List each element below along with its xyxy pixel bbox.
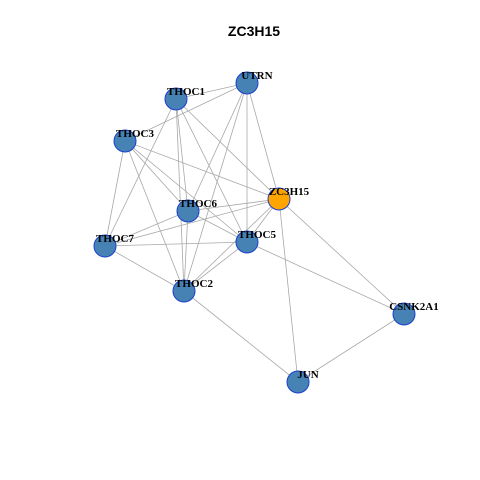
edge-zc3h15-csnk2a1 (278, 198, 405, 315)
node-thoc5[interactable]: THOC5 (235, 229, 276, 254)
edge-thoc3-thoc5 (124, 140, 248, 243)
node-circle[interactable] (392, 302, 416, 326)
node-thoc3[interactable]: THOC3 (113, 128, 154, 153)
node-label: JUN (297, 369, 318, 381)
node-circle[interactable] (267, 187, 291, 211)
edge-thoc1-thoc2 (175, 98, 185, 292)
node-label: THOC1 (167, 86, 205, 98)
edge-zc3h15-thoc2 (183, 198, 280, 292)
node-thoc2[interactable]: THOC2 (172, 278, 213, 303)
node-thoc1[interactable]: THOC1 (164, 86, 205, 111)
edge-thoc1-thoc6 (175, 98, 189, 212)
edge-thoc7-thoc2 (104, 245, 185, 292)
edge-thoc1-zc3h15 (175, 98, 280, 200)
node-label: THOC2 (175, 278, 213, 290)
edge-thoc1-thoc5 (175, 98, 248, 243)
edge-thoc1-thoc7 (104, 98, 177, 247)
node-zc3h15[interactable]: ZC3H15 (267, 186, 310, 211)
edge-thoc5-csnk2a1 (246, 241, 405, 315)
node-label: UTRN (241, 70, 272, 82)
node-circle[interactable] (176, 199, 200, 223)
edge-zc3h15-jun (278, 198, 299, 383)
edge-thoc3-zc3h15 (124, 140, 280, 200)
edge-utrn-thoc2 (183, 82, 248, 292)
edge-thoc6-thoc7 (104, 210, 189, 247)
node-circle[interactable] (235, 230, 259, 254)
edge-utrn-thoc6 (187, 82, 248, 212)
edge-thoc3-thoc6 (124, 140, 189, 212)
node-circle[interactable] (172, 279, 196, 303)
edge-thoc3-utrn (124, 82, 248, 142)
edge-thoc6-thoc2 (183, 210, 189, 292)
edge-thoc3-thoc2 (124, 140, 185, 292)
edge-utrn-zc3h15 (246, 82, 280, 200)
edge-zc3h15-thoc6 (187, 198, 280, 212)
edge-zc3h15-thoc7 (104, 198, 280, 247)
node-label: THOC6 (179, 198, 217, 210)
node-label: THOC7 (96, 233, 134, 245)
node-circle[interactable] (286, 370, 310, 394)
node-label: THOC3 (116, 128, 154, 140)
edge-thoc5-thoc7 (104, 241, 248, 247)
node-label: THOC5 (238, 229, 276, 241)
node-csnk2a1[interactable]: CSNK2A1 (389, 301, 439, 326)
node-circle[interactable] (113, 129, 137, 153)
edge-thoc1-utrn (175, 82, 248, 100)
node-circle[interactable] (235, 71, 259, 95)
edge-thoc5-thoc2 (183, 241, 248, 292)
node-circle[interactable] (164, 87, 188, 111)
node-circle[interactable] (93, 234, 117, 258)
edge-thoc3-thoc7 (104, 140, 126, 247)
node-thoc6[interactable]: THOC6 (176, 198, 217, 223)
node-utrn[interactable]: UTRN (235, 70, 273, 95)
node-label: ZC3H15 (269, 186, 310, 198)
node-thoc7[interactable]: THOC7 (93, 233, 134, 258)
edge-csnk2a1-jun (297, 313, 405, 383)
edge-thoc2-jun (183, 290, 299, 383)
node-jun[interactable]: JUN (286, 369, 319, 394)
diagram-title: ZC3H15 (228, 23, 280, 39)
node-label: CSNK2A1 (389, 301, 439, 313)
